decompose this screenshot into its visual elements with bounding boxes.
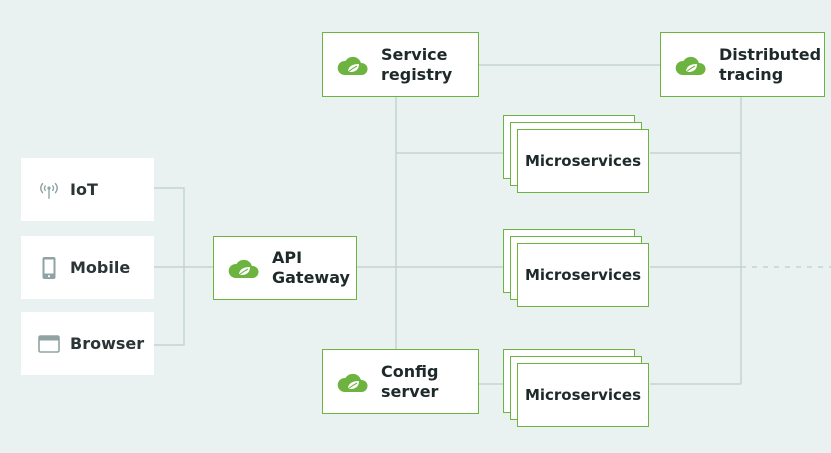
service-registry-label: Service registry [381,44,453,84]
client-mobile: Mobile [21,236,154,299]
client-browser: Browser [21,312,154,375]
spring-leaf-icon [337,373,368,392]
client-label-iot: IoT [70,180,98,199]
spring-leaf-icon [337,56,368,75]
connector-iot-gateway [154,187,185,267]
microservice-card-front: Microservices [517,129,649,193]
microservice-card-front: Microservices [517,363,649,427]
api-gateway-node: API Gateway [213,236,357,300]
microservices-stack-1: Microservices [503,115,649,195]
microservices-stack-2: Microservices [503,229,649,309]
microservices-label: Microservices [524,152,642,170]
browser-window-icon [38,333,60,355]
spring-leaf-icon [675,56,706,75]
distributed-tracing-label: Distributed tracing [719,44,822,84]
client-label-mobile: Mobile [70,258,131,277]
connector-browser-gateway [154,267,185,346]
client-iot: IoT [21,158,154,221]
microservices-stack-3: Microservices [503,349,649,429]
spring-leaf-icon [228,259,259,278]
microservices-label: Microservices [524,266,642,284]
client-label-browser: Browser [70,334,145,353]
api-gateway-label: API Gateway [272,248,350,287]
microservices-label: Microservices [524,386,642,404]
microservice-card-front: Microservices [517,243,649,307]
config-server-node: Config server [322,349,479,414]
distributed-tracing-node: Distributed tracing [660,32,825,97]
antenna-icon [38,179,60,201]
config-server-label: Config server [381,361,439,401]
service-registry-node: Service registry [322,32,479,97]
mobile-phone-icon [38,256,60,279]
